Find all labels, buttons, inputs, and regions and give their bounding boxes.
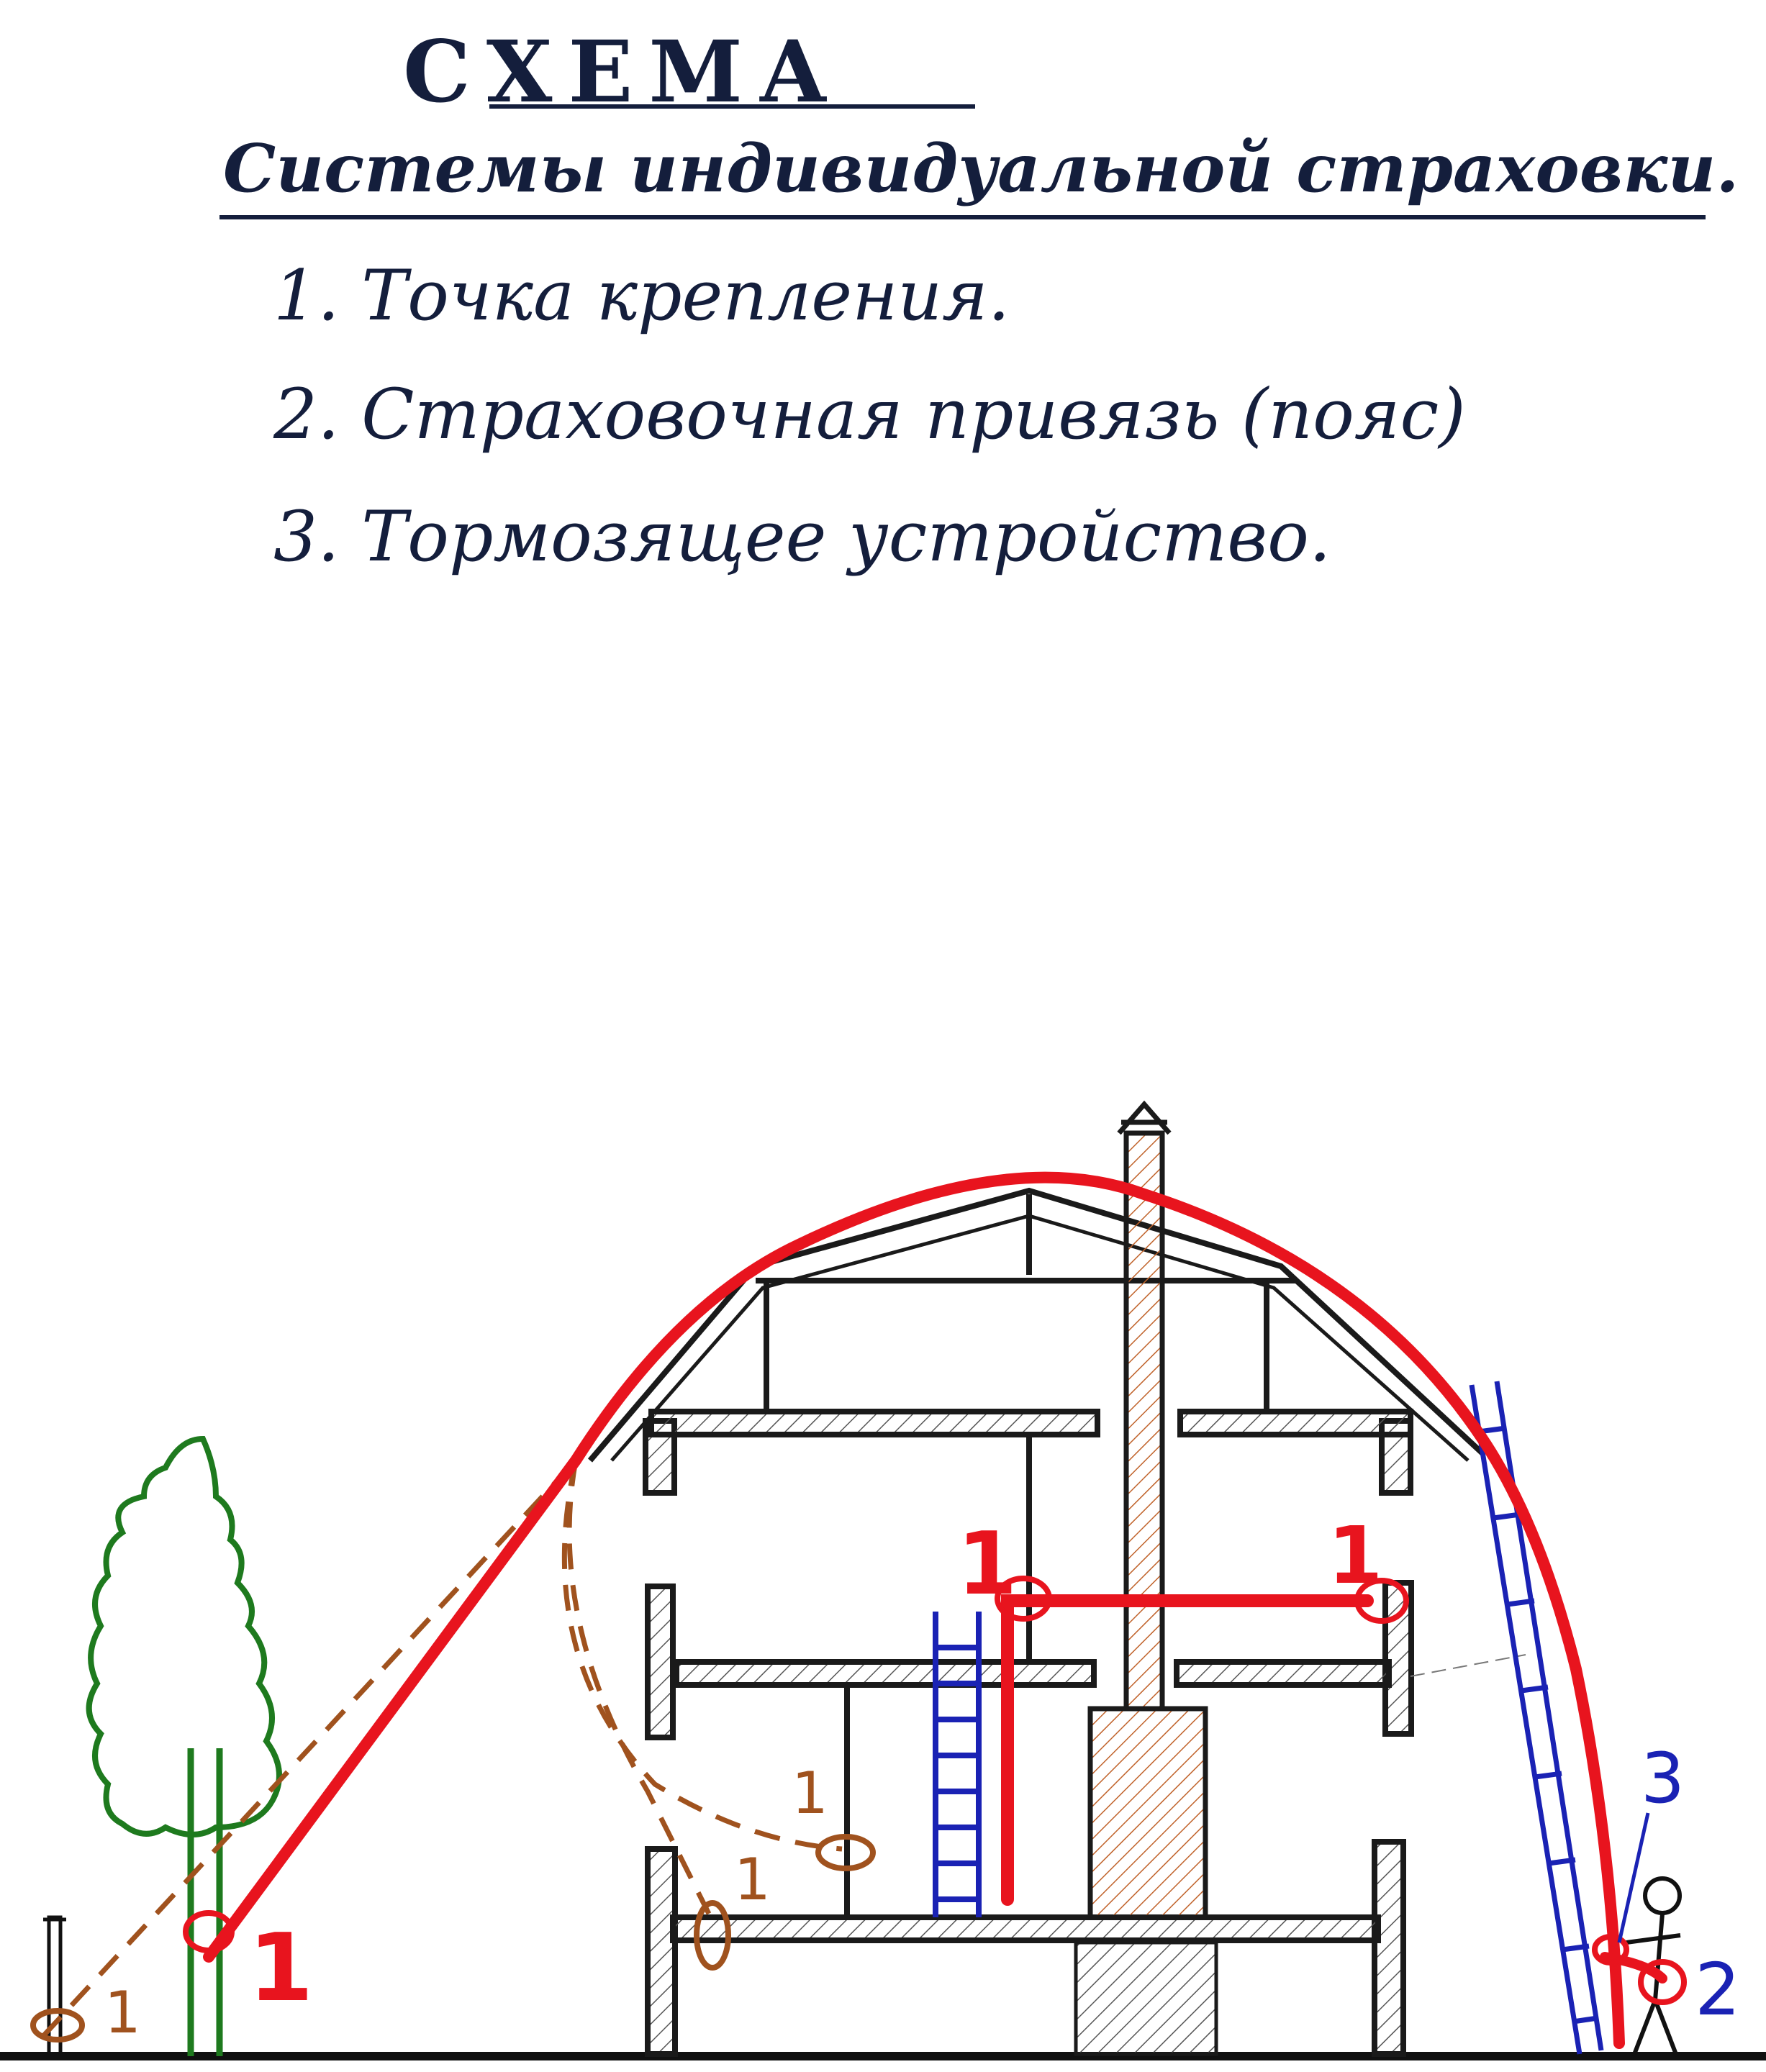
interior-ladder [933,1612,982,1917]
diagram-markers: 1 1 1 1 1 1 2 3 [104,1509,1741,2046]
anchor-points [30,1576,1687,2043]
marker-anchor-tree: 1 [248,1913,313,2022]
marker-harness: 2 [1695,1948,1741,2032]
legend-item-braking-device: 3. Тормозящее устройство. [273,496,1331,577]
marker-alt-slab: 1 [792,1760,828,1827]
alternative-lifeline-paths [41,1458,843,2038]
lifeline-rope [203,1171,1667,2049]
alt-anchor-post [30,2008,85,2043]
legend-item-harness: 2. Страховочная привязь (пояс) [273,374,1466,455]
marker-anchor-left: 1 [957,1514,1018,1614]
scheme-subtitle: Системы индивидуальной страховки. [223,130,1739,207]
house-structure [587,1187,1526,2057]
marker-braking-device: 3 [1641,1738,1685,1819]
braking-device-circle [1592,1934,1629,1966]
marker-alt-wall: 1 [734,1846,771,1913]
harness-circle [1638,1959,1687,2005]
alt-anchor-slab [815,1834,876,1871]
alt-anchor-wall [694,1900,731,1971]
marker-alt-post: 1 [104,1979,141,2046]
worker-figure [1626,1876,1682,2058]
legend-item-anchor-point: 1. Точка крепления. [273,255,1010,336]
anchor-point-tree [183,1910,235,1953]
tree [86,1435,282,2056]
fence-post [43,1915,66,2056]
anchor-point-ceiling-right [1354,1578,1409,1624]
braking-device-pointer [1617,1812,1650,1943]
anchor-point-ceiling-left [995,1576,1052,1622]
chimney [1087,1100,1208,1920]
marker-anchor-right: 1 [1328,1509,1383,1601]
